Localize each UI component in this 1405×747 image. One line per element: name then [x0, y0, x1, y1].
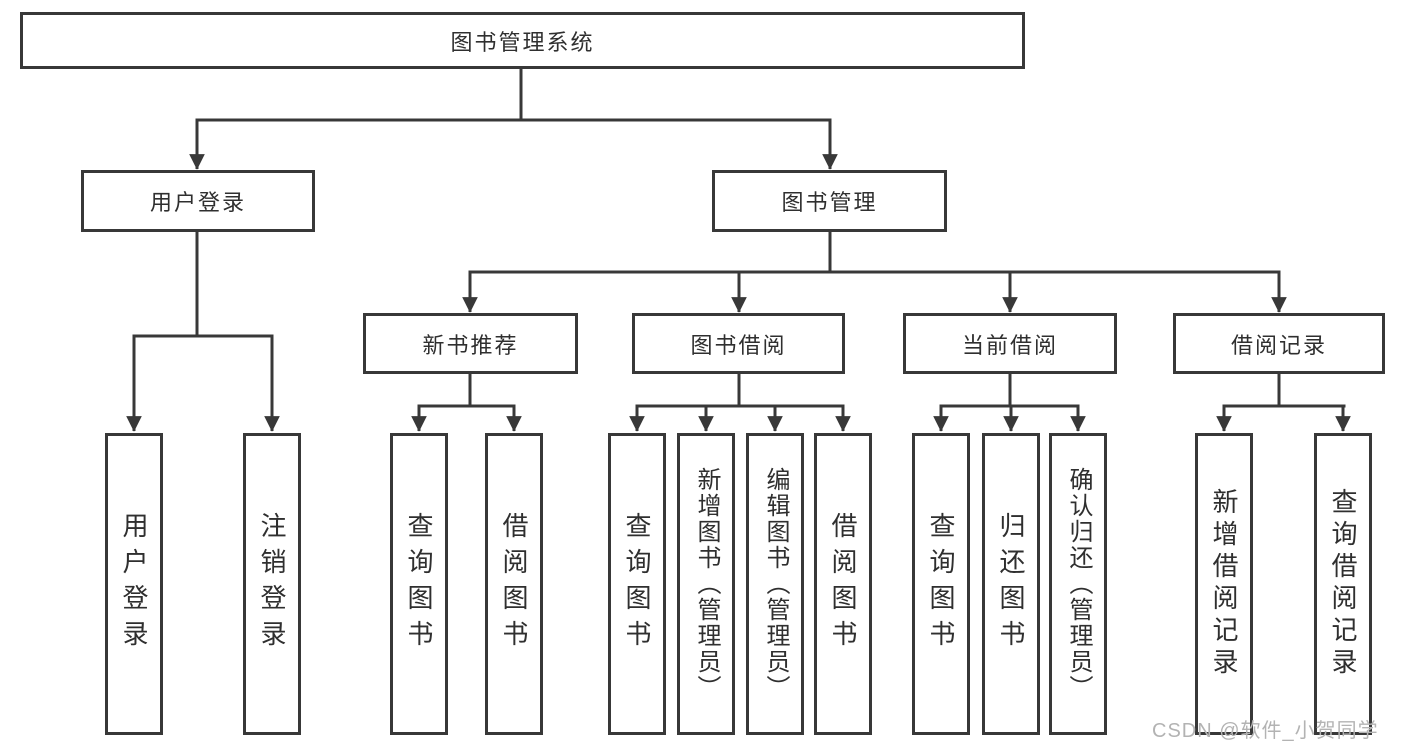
leaf-label: 用户登录 [119, 512, 149, 656]
node-user-login: 用户登录 [81, 170, 315, 232]
node-leaf-query-books-current: 查询图书 [912, 433, 970, 735]
leaf-label: 新增借阅记录 [1209, 488, 1239, 680]
node-new-book-recommendation: 新书推荐 [363, 313, 578, 374]
node-leaf-borrow-books-borrowing: 借阅图书 [814, 433, 872, 735]
leaf-label: 查询图书 [404, 512, 434, 656]
leaf-label: 确认归还（管理员） [1065, 467, 1092, 701]
node-leaf-edit-book-admin: 编辑图书（管理员） [746, 433, 804, 735]
node-leaf-user-login: 用户登录 [105, 433, 163, 735]
leaf-label: 借阅图书 [499, 512, 529, 656]
node-leaf-borrow-books-recommend: 借阅图书 [485, 433, 543, 735]
leaf-label: 查询图书 [926, 512, 956, 656]
node-leaf-logout: 注销登录 [243, 433, 301, 735]
node-leaf-add-book-admin: 新增图书（管理员） [677, 433, 735, 735]
node-leaf-query-books-recommend: 查询图书 [390, 433, 448, 735]
node-leaf-confirm-return-admin: 确认归还（管理员） [1049, 433, 1107, 735]
leaf-label: 查询借阅记录 [1328, 488, 1358, 680]
leaf-label: 注销登录 [257, 512, 287, 656]
leaf-label: 借阅图书 [828, 512, 858, 656]
leaf-label: 编辑图书（管理员） [762, 467, 789, 701]
node-book-borrowing: 图书借阅 [632, 313, 845, 374]
leaf-label: 归还图书 [996, 512, 1026, 656]
node-root: 图书管理系统 [20, 12, 1025, 69]
csdn-watermark: CSDN @软件_小贺同学 [1152, 720, 1379, 742]
node-leaf-add-borrow-record: 新增借阅记录 [1195, 433, 1253, 735]
node-borrowing-records: 借阅记录 [1173, 313, 1385, 374]
node-leaf-return-books: 归还图书 [982, 433, 1040, 735]
leaf-label: 新增图书（管理员） [693, 467, 720, 701]
node-leaf-query-books-borrowing: 查询图书 [608, 433, 666, 735]
node-current-borrowing: 当前借阅 [903, 313, 1117, 374]
node-book-management: 图书管理 [712, 170, 947, 232]
leaf-label: 查询图书 [622, 512, 652, 656]
node-leaf-query-borrow-record: 查询借阅记录 [1314, 433, 1372, 735]
